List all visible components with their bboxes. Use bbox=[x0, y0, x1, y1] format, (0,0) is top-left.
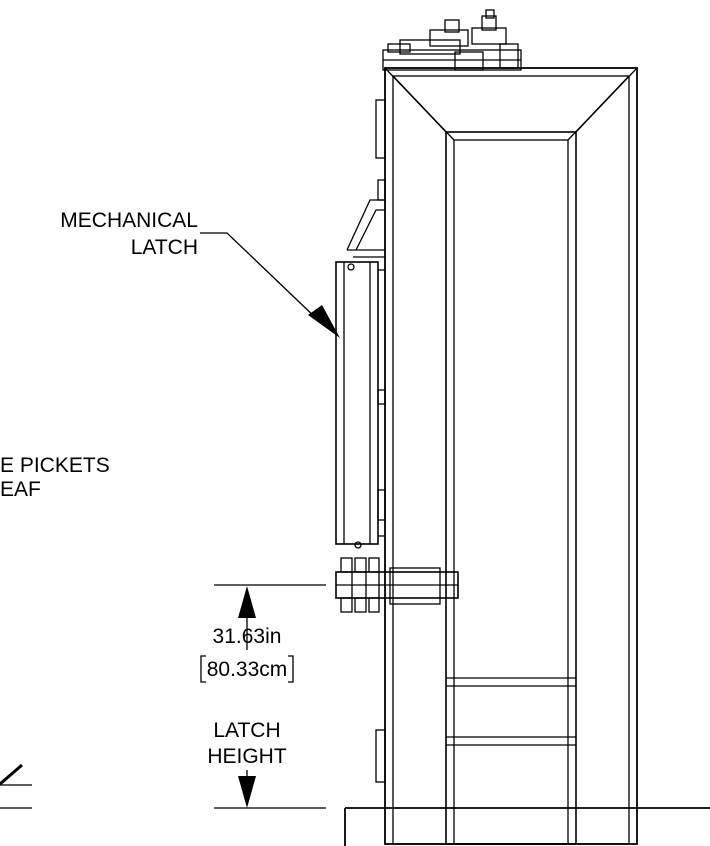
pickets-label-line1: E PICKETS bbox=[0, 454, 110, 477]
dimension-arrow-up bbox=[238, 586, 256, 618]
dimension-label-line1: LATCH bbox=[213, 719, 280, 742]
pickets-label-line2: EAF bbox=[0, 478, 41, 501]
dimension-arrow-down bbox=[238, 776, 256, 808]
mechanical-latch bbox=[335, 199, 385, 549]
keeper-assembly bbox=[335, 557, 459, 613]
post-frame bbox=[384, 67, 638, 845]
dimension-imperial-value: 31.63in bbox=[213, 625, 282, 648]
mechanical-latch-label-line1: MECHANICAL bbox=[60, 209, 198, 232]
top-hardware bbox=[382, 9, 522, 71]
dimension-label-line2: HEIGHT bbox=[207, 745, 287, 768]
latch-arrowhead bbox=[308, 305, 340, 338]
latch-leader-line bbox=[200, 232, 319, 321]
dimension-metric-value: 80.33cm bbox=[207, 658, 288, 681]
dimension-lines bbox=[200, 584, 326, 809]
mechanical-latch-label-line2: LATCH bbox=[131, 236, 198, 259]
